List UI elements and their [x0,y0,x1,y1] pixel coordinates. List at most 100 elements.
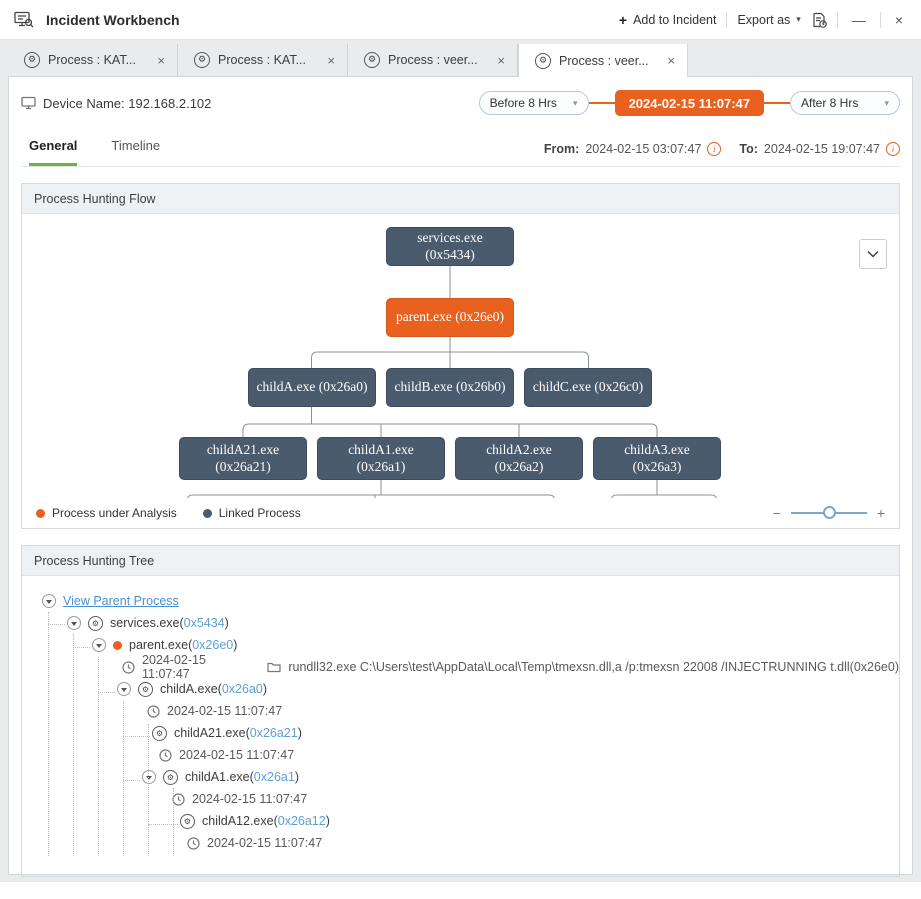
flow-zoom-control: − + [773,505,885,521]
zoom-slider-track[interactable] [790,506,867,519]
process-pid: 0x26a21 [249,726,298,740]
tab-close-icon[interactable]: × [497,52,505,68]
process-hunting-tree-panel: Process Hunting Tree View Parent Process [21,545,900,877]
flow-node-childA21[interactable]: childA21.exe (0x26a21) [179,437,307,480]
tree-row-process: ⚙ services.exe(0x5434) [67,612,899,634]
tree-row-detail: 2024-02-15 11:07:47 [147,700,899,722]
expand-toggle-icon[interactable] [142,770,156,784]
process-tab-1[interactable]: ⚙ Process : KAT... × [8,44,178,76]
process-tab-3[interactable]: ⚙ Process : veer... × [348,44,518,76]
process-name[interactable]: childA1.exe(0x26a1) [185,770,299,784]
process-time: 2024-02-15 11:07:47 [192,792,308,806]
process-tree: View Parent Process ⚙ services.exe(0x543… [22,576,899,876]
tab-close-icon[interactable]: × [327,52,335,68]
caret-down-icon: ▾ [884,97,889,108]
window-titlebar: Incident Workbench + Add to Incident Exp… [0,0,921,40]
tab-timeline[interactable]: Timeline [111,138,161,153]
device-row: Device Name: 192.168.2.102 Before 8 Hrs … [21,77,900,129]
tree-guide-line [148,824,178,825]
to-value: 2024-02-15 19:07:47 [763,142,880,156]
tab-close-icon[interactable]: × [157,52,165,68]
tab-close-icon[interactable]: × [667,53,675,68]
report-clock-icon [811,12,827,28]
flow-node-childC[interactable]: childC.exe (0x26c0) [524,368,652,407]
process-gear-icon: ⚙ [180,813,195,829]
export-as-button[interactable]: Export as ▾ [737,12,801,27]
flow-node-services[interactable]: services.exe (0x5434) [386,227,514,266]
from-label: From: [543,142,580,156]
flow-node-childA[interactable]: childA.exe (0x26a0) [248,368,376,407]
info-icon[interactable]: i [707,142,722,156]
page-title: Incident Workbench [46,11,180,28]
monitor-icon [21,96,36,110]
panel-title: Process Hunting Tree [22,546,899,576]
divider [879,11,881,28]
panel-title: Process Hunting Flow [22,184,899,214]
process-gear-icon: ⚙ [535,52,551,69]
process-name[interactable]: parent.exe(0x26e0) [129,638,238,652]
tree-row-detail: 2024-02-15 11:07:47 [159,744,899,766]
before-hours-dropdown[interactable]: Before 8 Hrs ▾ [478,91,589,115]
tree-guide-line [123,736,150,737]
process-name[interactable]: childA21.exe(0x26a21) [174,726,302,740]
clock-icon [147,704,160,718]
tree-row-process: ⚙ childA21.exe(0x26a21) [152,722,899,744]
pivot-time-button[interactable]: 2024-02-15 11:07:47 [614,90,764,116]
incident-workbench-icon [14,11,34,29]
zoom-slider-handle[interactable] [822,506,836,519]
process-gear-icon: ⚙ [88,615,103,631]
tree-guide-line [148,724,149,856]
flow-node-childA2[interactable]: childA2.exe (0x26a2) [455,437,583,480]
zoom-in-button[interactable]: + [876,505,885,521]
tree-guide-line [98,692,115,693]
from-value: 2024-02-15 03:07:47 [585,142,702,156]
flow-node-parent[interactable]: parent.exe (0x26e0) [386,298,514,337]
info-icon[interactable]: i [886,142,900,156]
expand-toggle-icon[interactable] [67,616,81,630]
process-tab-2[interactable]: ⚙ Process : KAT... × [178,44,348,76]
clock-icon [122,660,135,674]
flow-collapse-button[interactable] [859,239,887,269]
tree-guide-line [48,612,49,856]
tree-row-detail: 2024-02-15 11:07:47 rundll32.exe C:\User… [122,653,899,681]
view-parent-process-link[interactable]: View Parent Process [63,594,179,608]
tree-guide-line [123,780,140,781]
plus-icon: + [618,11,628,28]
analysis-dot-icon [113,640,122,650]
process-time: 2024-02-15 11:07:47 [179,748,295,762]
flow-node-childA1[interactable]: childA1.exe (0x26a1) [317,437,445,480]
expand-toggle-icon[interactable] [42,594,56,608]
process-name[interactable]: childA12.exe(0x26a12) [202,814,330,828]
legend-label: Linked Process [218,506,301,520]
process-pid: 0x5434 [183,616,225,630]
flow-node-childB[interactable]: childB.exe (0x26b0) [386,368,514,407]
expand-toggle-icon[interactable] [92,638,106,652]
process-flow-canvas[interactable]: services.exe (0x5434) parent.exe (0x26e0… [22,214,899,498]
flow-legend: Process under Analysis Linked Process [36,506,301,520]
process-pid: 0x26a12 [277,814,326,828]
tree-guide-line [173,788,174,856]
flow-footer: Process under Analysis Linked Process − … [22,498,899,528]
zoom-out-button[interactable]: − [772,505,781,521]
close-button[interactable]: × [891,12,907,28]
expand-toggle-icon[interactable] [117,682,131,696]
process-name[interactable]: services.exe(0x5434) [110,616,229,630]
tree-row-process: ⚙ childA.exe(0x26a0) [117,678,899,700]
process-hunting-flow-panel: Process Hunting Flow [21,183,900,529]
after-hours-dropdown[interactable]: After 8 Hrs ▾ [790,91,900,115]
caret-down-icon: ▾ [573,97,578,108]
tree-guide-line [73,647,90,648]
pivot-connector-line [588,102,615,104]
export-schedule-button[interactable] [811,12,827,28]
flow-node-childA3[interactable]: childA3.exe (0x26a3) [593,437,721,480]
folder-icon [267,661,281,673]
process-command-line: rundll32.exe C:\Users\test\AppData\Local… [288,660,899,674]
process-name[interactable]: childA.exe(0x26a0) [160,682,268,696]
view-tabs-row: General Timeline From: 2024-02-15 03:07:… [21,129,900,167]
tab-general[interactable]: General [29,138,78,166]
process-tab-4-active[interactable]: ⚙ Process : veer... × [518,44,688,77]
process-time: 2024-02-15 11:07:47 [167,704,283,718]
minimize-button[interactable]: — [848,12,870,28]
process-gear-icon: ⚙ [194,52,210,68]
add-to-incident-button[interactable]: + Add to Incident [618,11,717,28]
